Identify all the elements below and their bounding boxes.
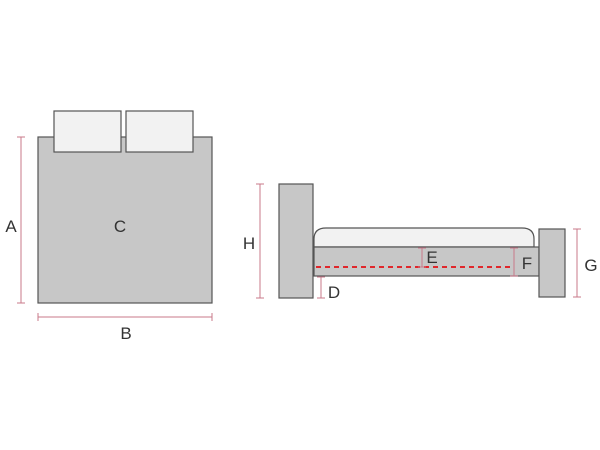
bed-side-view: H D E F G xyxy=(243,183,598,302)
pillow-right xyxy=(125,110,194,153)
dimension-d xyxy=(317,276,325,299)
dimension-e xyxy=(418,247,426,268)
label-e: E xyxy=(426,248,437,267)
dimension-g xyxy=(573,228,581,298)
dimension-a xyxy=(17,136,25,304)
dimension-h xyxy=(256,183,264,299)
label-a: A xyxy=(5,217,17,236)
label-c: C xyxy=(114,217,126,236)
label-b: B xyxy=(120,324,131,343)
footboard xyxy=(538,228,566,298)
mattress-top xyxy=(37,136,213,304)
bed-top-view: A B C xyxy=(5,110,213,343)
label-f: F xyxy=(522,254,532,273)
mattress-side xyxy=(313,227,535,248)
label-h: H xyxy=(243,234,255,253)
label-g: G xyxy=(584,256,597,275)
headboard xyxy=(278,183,314,299)
label-d: D xyxy=(328,283,340,302)
dimension-b xyxy=(37,313,213,321)
dimension-f xyxy=(510,247,518,277)
pillow-left xyxy=(53,110,122,153)
